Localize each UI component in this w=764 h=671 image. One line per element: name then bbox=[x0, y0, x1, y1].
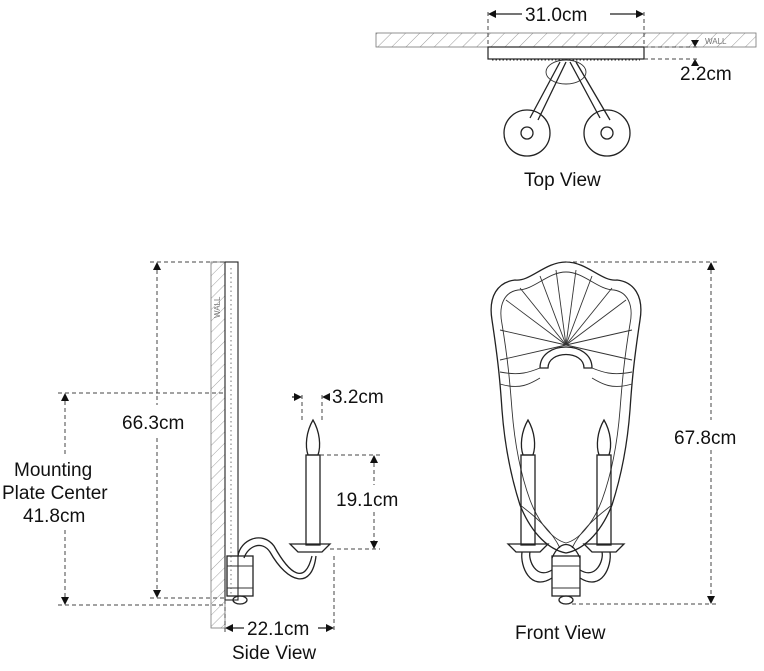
side-mounting-label-line2: Plate Center bbox=[2, 483, 108, 504]
top-view-title: Top View bbox=[524, 170, 601, 191]
side-arm bbox=[226, 537, 317, 605]
top-depth-dimension bbox=[644, 40, 700, 66]
front-view-title: Front View bbox=[515, 623, 606, 644]
side-view: WALL 66.3cm bbox=[2, 261, 398, 664]
front-height-label: 67.8cm bbox=[674, 428, 736, 449]
top-width-label: 31.0cm bbox=[525, 5, 587, 26]
top-wall-label: WALL bbox=[705, 37, 727, 46]
side-candle bbox=[288, 418, 332, 553]
front-shell-backplate bbox=[490, 261, 642, 554]
side-view-title: Side View bbox=[232, 643, 316, 664]
side-height-label: 66.3cm bbox=[122, 413, 184, 434]
front-candle-left bbox=[506, 418, 550, 553]
top-arms bbox=[529, 59, 611, 121]
side-candle-height-label: 19.1cm bbox=[336, 490, 398, 511]
side-height-dimension bbox=[150, 261, 225, 599]
side-back-plate bbox=[224, 261, 239, 601]
side-mounting-value: 41.8cm bbox=[23, 506, 85, 527]
side-extension-label: 22.1cm bbox=[247, 619, 309, 640]
front-view: 67.8cm Front View bbox=[490, 261, 736, 644]
front-arms bbox=[521, 543, 611, 605]
top-view: WALL 31.0cm bbox=[375, 5, 757, 191]
top-bobeche-right bbox=[583, 109, 631, 157]
top-width-dimension bbox=[487, 10, 645, 47]
side-wall-label: WALL bbox=[213, 296, 222, 318]
top-depth-label: 2.2cm bbox=[680, 64, 732, 85]
side-mounting-dimension bbox=[58, 392, 225, 606]
side-mounting-label-line1: Mounting bbox=[14, 460, 92, 481]
side-extension-dimension bbox=[224, 556, 335, 632]
front-height-dimension bbox=[566, 261, 718, 605]
top-mounting-plate bbox=[487, 46, 645, 60]
side-candle-width-label: 3.2cm bbox=[332, 387, 384, 408]
side-candle-height-dimension bbox=[320, 454, 380, 550]
side-candle-width-dimension bbox=[292, 393, 330, 420]
front-candle-right bbox=[582, 418, 626, 553]
top-bobeche-left bbox=[503, 109, 551, 157]
